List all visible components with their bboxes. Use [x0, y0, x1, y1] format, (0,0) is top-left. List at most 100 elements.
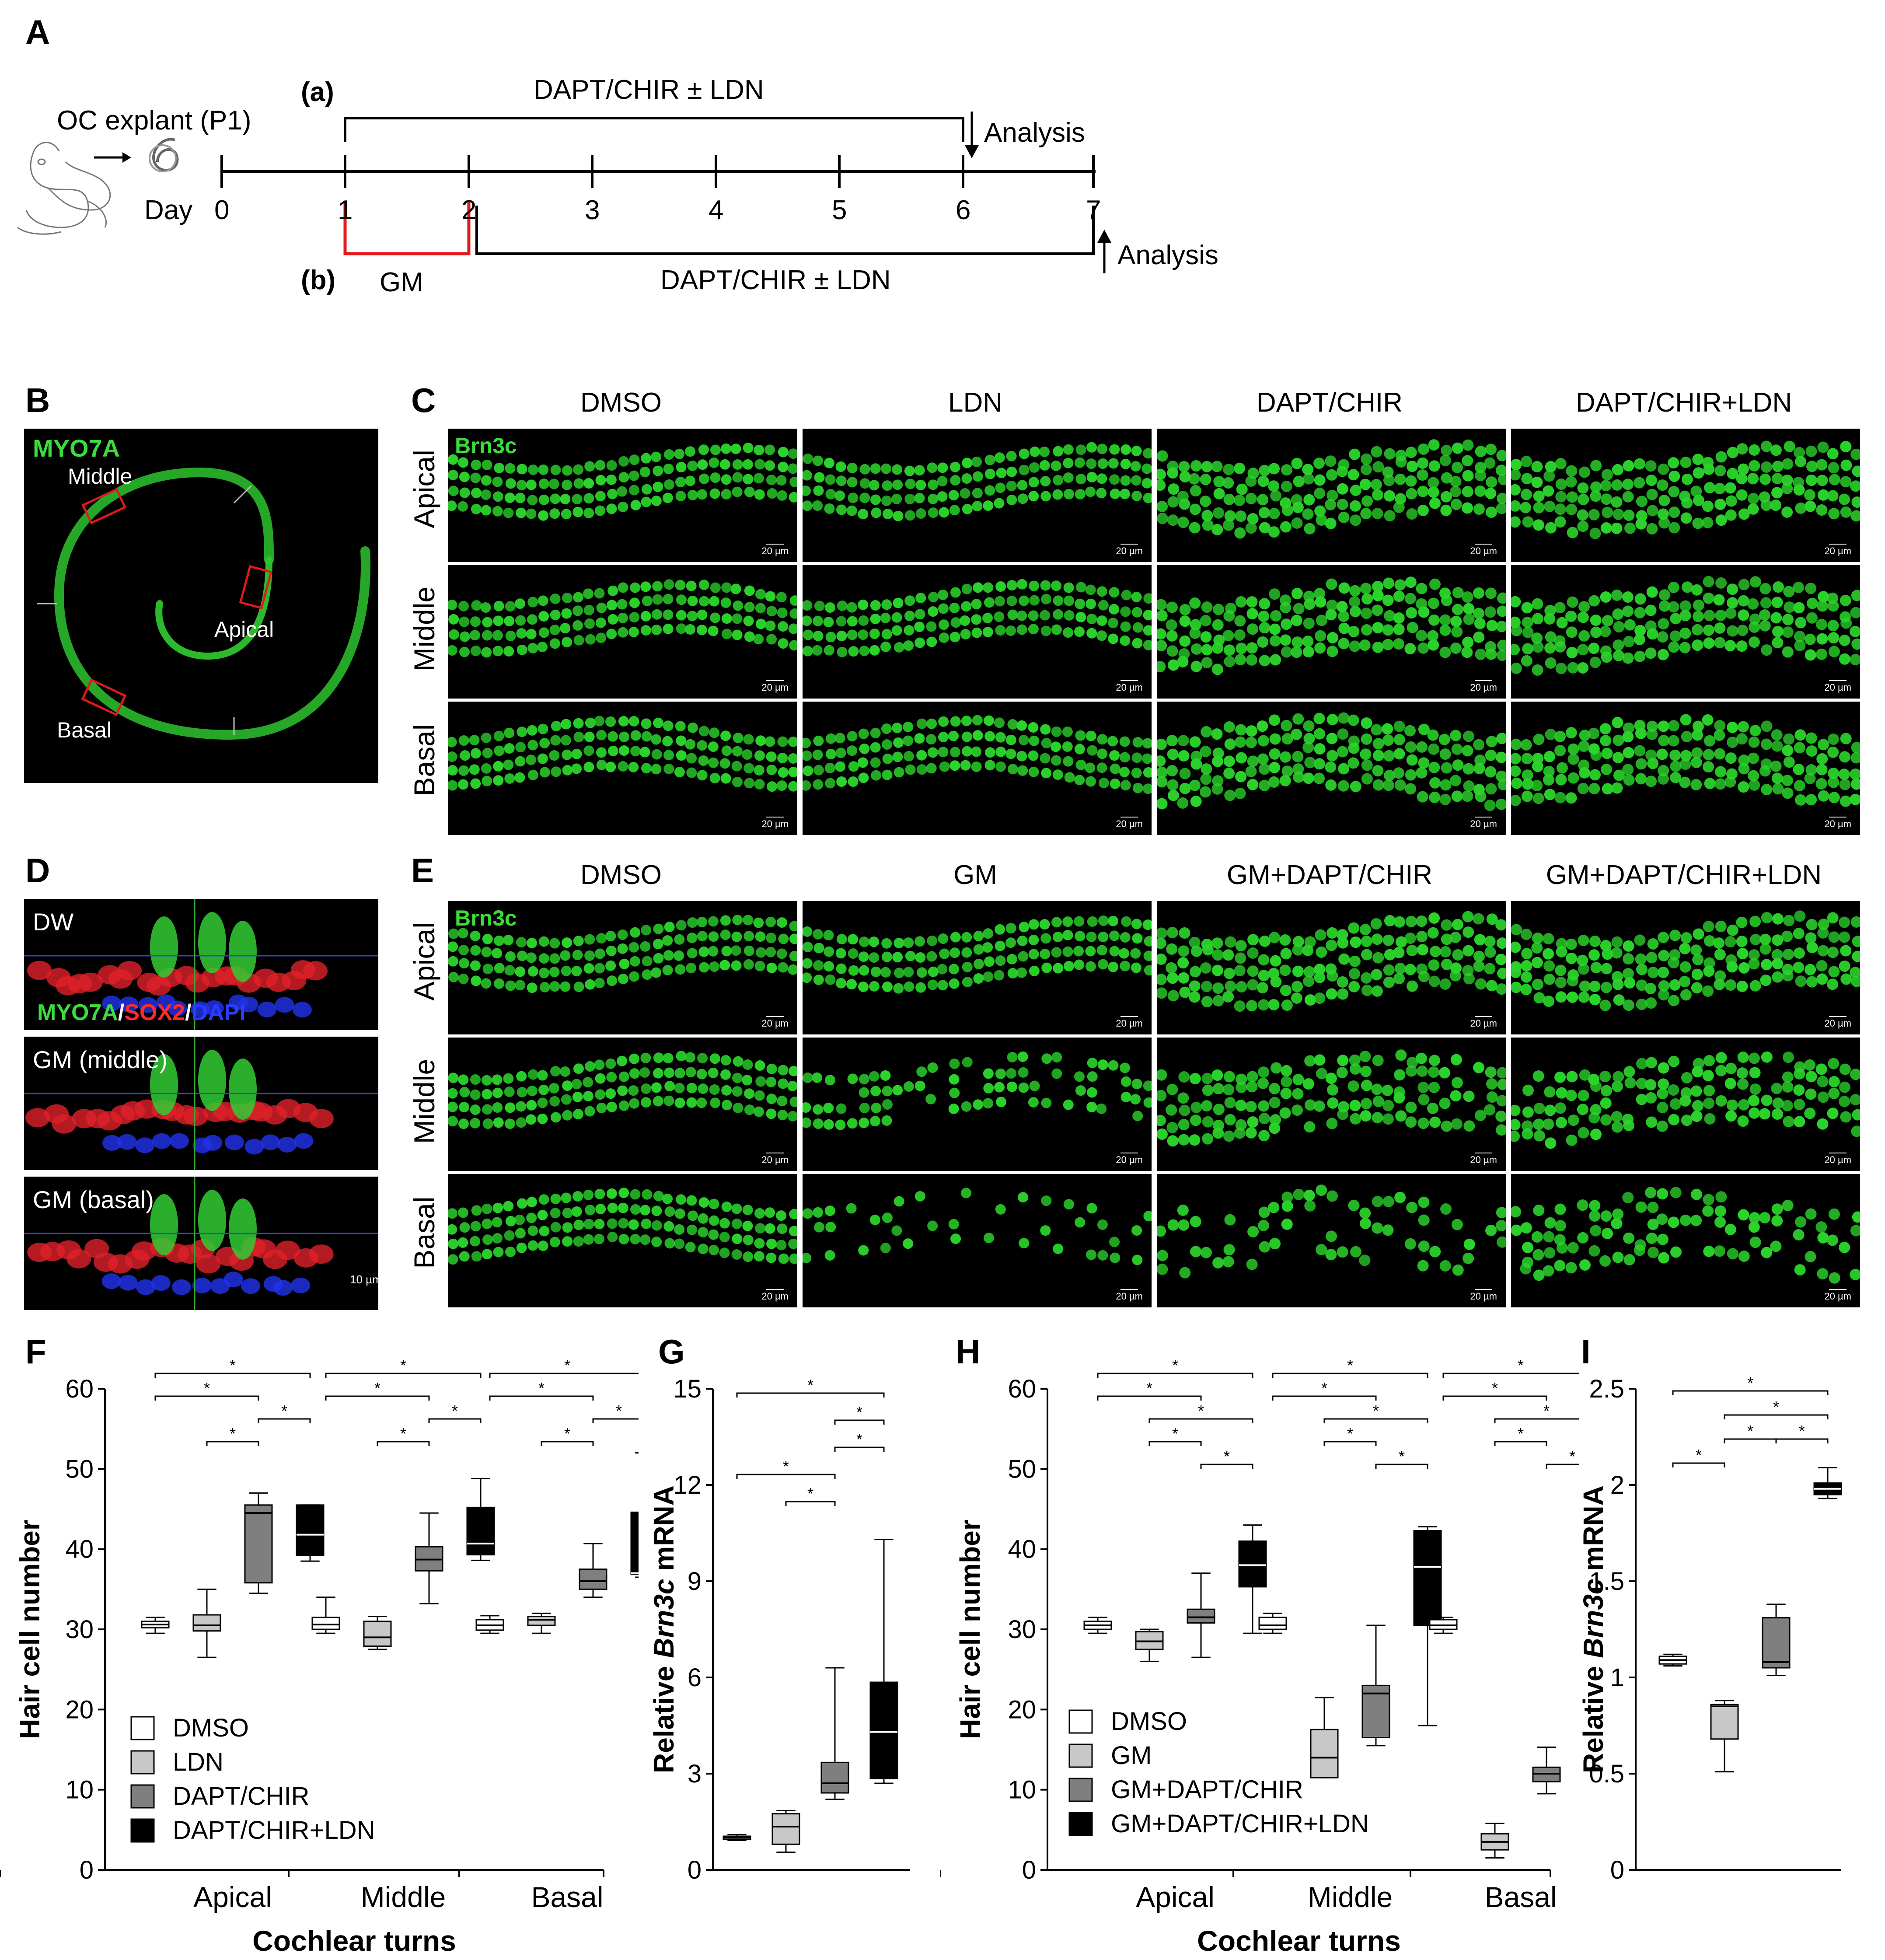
chartF-sig-star-0-1: *	[204, 1379, 210, 1397]
chartI-sig-bracket-0-3	[1775, 1438, 1829, 1443]
chartH-sig-bracket-0-5	[1200, 1464, 1253, 1469]
chartH-legend-label-2: GM+DAPT/CHIR	[1111, 1775, 1303, 1804]
day-3: 3	[585, 195, 600, 225]
gridE-cell-r2-c3: 20 µm	[1511, 1174, 1860, 1307]
panel-d-row-gm-basal: GM (basal)	[33, 1186, 154, 1213]
chartF-ytick-1: 10	[65, 1776, 94, 1804]
gridC-scalebar-r2-c2: 20 µm	[1470, 817, 1497, 830]
chartF-ytick-3: 30	[65, 1615, 94, 1644]
chartF-sig-bracket-0-3	[206, 1441, 259, 1446]
chartG-ytick-1: 3	[688, 1760, 702, 1788]
chartF-sig-bracket-2-0	[489, 1373, 639, 1378]
chartI-ytick-4: 2	[1610, 1471, 1624, 1499]
day-1: 1	[338, 195, 353, 225]
cochlea-inner-turn	[155, 556, 272, 660]
chartF-sig-bracket-2-3	[541, 1441, 594, 1446]
chartH-legend-label-3: GM+DAPT/CHIR+LDN	[1111, 1810, 1369, 1838]
analysis-b-label: Analysis	[1117, 240, 1218, 270]
chartF-box-1-1	[363, 1621, 392, 1647]
stain-sep-1: /	[118, 1000, 125, 1025]
scheme-a-label: (a)	[301, 77, 334, 107]
chartG-ytick-5: 15	[673, 1375, 702, 1403]
chartH-sig-star-1-3: *	[1347, 1425, 1353, 1443]
chartI-ytick-2: 1	[1610, 1663, 1624, 1692]
chartF-sig-star-2-0: *	[564, 1356, 570, 1374]
gridE-cell-r0-c1: 20 µm	[803, 901, 1152, 1034]
chartG-box-0-3	[869, 1681, 898, 1779]
chartG-sig-star-0-2: *	[856, 1430, 862, 1448]
chartH-sig-star-0-1: *	[1146, 1379, 1152, 1397]
panel-c-col-daptchir: DAPT/CHIR	[1256, 388, 1403, 418]
chartF-legend-label-2: DAPT/CHIR	[173, 1782, 310, 1810]
chartF-legend-label-0: DMSO	[173, 1714, 249, 1742]
gridC-scalebar-r2-c1: 20 µm	[1116, 817, 1143, 830]
panel-e-col-dmso: DMSO	[580, 860, 662, 890]
stain-sox2: SOX2	[124, 1000, 185, 1025]
chartH-sig-star-1-2: *	[1373, 1402, 1379, 1420]
gridE-cell-r0-c3: 20 µm	[1511, 901, 1860, 1034]
chartF-xcat-2: Basal	[531, 1881, 603, 1913]
gm-label: GM	[380, 267, 423, 297]
chartF-sig-star-0-0: *	[230, 1356, 236, 1374]
gridE-cell-r1-c3: 20 µm	[1511, 1038, 1860, 1171]
chartI-ytick-3: 1.5	[1589, 1567, 1624, 1596]
chartF-sig-bracket-1-0	[325, 1373, 482, 1378]
chartF-sig-bracket-2-1	[489, 1395, 594, 1401]
gridE-cell-r2-c2: 20 µm	[1157, 1174, 1506, 1307]
chartF-ytick-2: 20	[65, 1695, 94, 1724]
chartF-box-1-0	[311, 1617, 340, 1630]
chartH-ytick-1: 10	[1008, 1776, 1036, 1804]
panel-c-col-dmso: DMSO	[580, 388, 662, 418]
panel-d-stain-legend: MYO7A/SOX2/DAPI	[37, 999, 246, 1026]
gridC-cell-r1-c2: 20 µm	[1157, 565, 1506, 699]
panel-d-gm-basal-image: GM (basal) 10 µm	[24, 1177, 378, 1310]
panel-c-row-apical: Apical	[408, 450, 440, 528]
cochlea-outer-turn	[54, 467, 370, 740]
panel-e-row-basal: Basal	[408, 1196, 440, 1269]
chartH-sig-bracket-2-3	[1494, 1441, 1547, 1446]
chartH-box-0-3	[1238, 1540, 1267, 1588]
scheme-a-bracket	[344, 117, 964, 142]
panel-e-stain-label: Brn3c	[455, 906, 517, 930]
panel-d-gm-middle-image: GM (middle)	[24, 1037, 378, 1170]
chartH-box-1-1	[1310, 1729, 1339, 1778]
chartF-xcat-0: Apical	[193, 1881, 272, 1913]
gridC-cell-r2-c3: 20 µm	[1511, 702, 1860, 835]
gridC-cell-r0-c0: 20 µm	[448, 429, 797, 562]
chartG-ytick-2: 6	[688, 1663, 702, 1692]
gridE-scalebar-r0-c2: 20 µm	[1470, 1016, 1497, 1029]
chartF-xcat-1: Middle	[361, 1881, 446, 1913]
gridC-cell-r2-c1: 20 µm	[803, 702, 1152, 835]
chartF-legend-label-3: DAPT/CHIR+LDN	[173, 1816, 375, 1845]
gridE-cell-r0-c0: 20 µm	[448, 901, 797, 1034]
chartG-sig-star-0-1: *	[856, 1403, 862, 1421]
chartH-xcat-1: Middle	[1308, 1881, 1393, 1913]
gridE-scalebar-r1-c1: 20 µm	[1116, 1153, 1143, 1166]
chartF-sig-bracket-1-1	[325, 1395, 430, 1401]
chartH-sig-bracket-1-1	[1272, 1395, 1377, 1401]
chartH-legend-label-1: GM	[1111, 1741, 1152, 1770]
gm-bracket	[343, 201, 471, 255]
chartH-sig-star-2-5: *	[1569, 1447, 1575, 1465]
timeline-diagram	[17, 112, 1111, 273]
gridE-scalebar-r0-c1: 20 µm	[1116, 1016, 1143, 1029]
gridE-cell-r1-c0: 20 µm	[448, 1038, 797, 1171]
chartG-sig-bracket-0-3	[736, 1474, 836, 1479]
gridC-scalebar-r2-c0: 20 µm	[761, 817, 789, 830]
chartF-sig-bracket-1-3	[377, 1441, 430, 1446]
panel-label-h: H	[956, 1332, 981, 1371]
chartF-legend-label-1: LDN	[173, 1748, 223, 1776]
chartI-ytick-0: 0	[1610, 1856, 1624, 1884]
gridC-cell-r1-c0: 20 µm	[448, 565, 797, 699]
chartH-sig-bracket-0-2	[1148, 1418, 1253, 1423]
panel-e-col-gm-daptchir: GM+DAPT/CHIR	[1226, 860, 1433, 890]
chartG-sig-bracket-0-0	[736, 1392, 885, 1398]
chartG-ylabel: Relative Brn3c mRNA	[648, 1485, 680, 1773]
panel-label-f: F	[25, 1332, 46, 1371]
panel-label-b: B	[25, 381, 50, 419]
chartI-sig-star-0-0: *	[1747, 1374, 1753, 1392]
chartH-legend-swatch-1	[1068, 1743, 1093, 1768]
chartF-box-2-3	[630, 1511, 639, 1575]
chartH-ytick-5: 50	[1008, 1455, 1036, 1483]
panel-d-row-dw: DW	[33, 908, 74, 936]
